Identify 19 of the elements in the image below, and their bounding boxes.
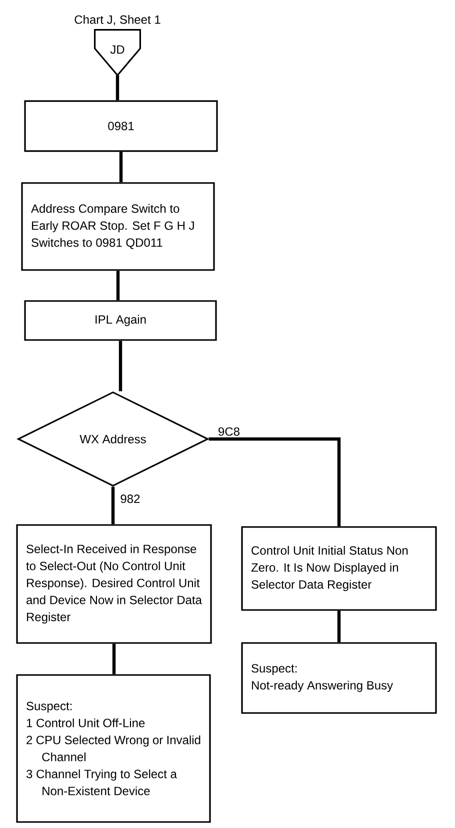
process-box: Select-In Received in Response to Select-Out (No Control Unit Response). Desired Control Unit and Device Now in Selector Data Register [16, 524, 212, 644]
process-box: IPL Again [24, 300, 217, 341]
offpage-connector: JD [94, 29, 141, 76]
connector-line [111, 486, 115, 524]
connector-line [116, 75, 120, 100]
node-caption: Chart J, Sheet 1 [74, 15, 160, 26]
process-box: Suspect: 1 Control Unit Off-Line 2 CPU Selected Wrong or Invalid Channel 3 Channel Trying to Select a Non-Existent Device [16, 674, 211, 823]
process-box: Control Unit Initial Status Non Zero. It Is Now Displayed in Selector Data Register [241, 526, 437, 611]
edge-label: 9C8 [218, 427, 240, 436]
connector-line [119, 152, 123, 182]
edge-label: 982 [120, 494, 140, 504]
connector-line [337, 610, 341, 642]
connector-line [116, 270, 120, 300]
process-box: Suspect: Not-ready Answering Busy [241, 642, 437, 714]
connector-line [118, 340, 122, 392]
process-box: 0981 [24, 100, 218, 152]
process-box: Address Compare Switch to Early ROAR Stop. Set F G H J Switches to 0981 QD011 [21, 182, 215, 271]
connector-line [208, 437, 341, 526]
connector-line [112, 644, 116, 674]
